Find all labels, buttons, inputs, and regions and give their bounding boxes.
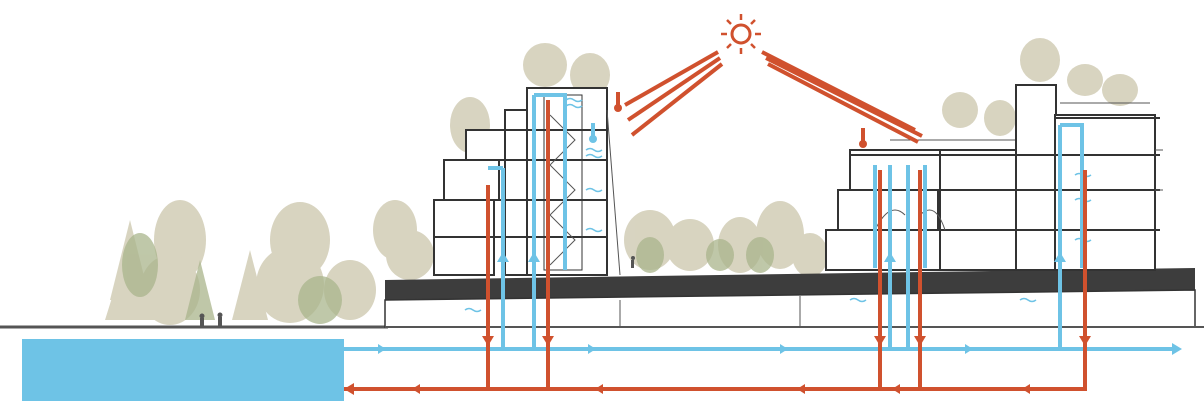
water-storage-tank: [22, 339, 344, 401]
background-trees: [105, 38, 1138, 325]
cool-water-pipes: [344, 93, 1182, 355]
warm-water-pipes: [344, 100, 1091, 395]
sun-rays: [624, 50, 923, 144]
ground-line: [0, 268, 1204, 329]
thermometer-icon: [589, 92, 867, 148]
people: [199, 256, 635, 327]
air-flow-marks: [464, 97, 1092, 313]
right-building: [825, 84, 1163, 271]
sun-icon: [721, 14, 761, 54]
